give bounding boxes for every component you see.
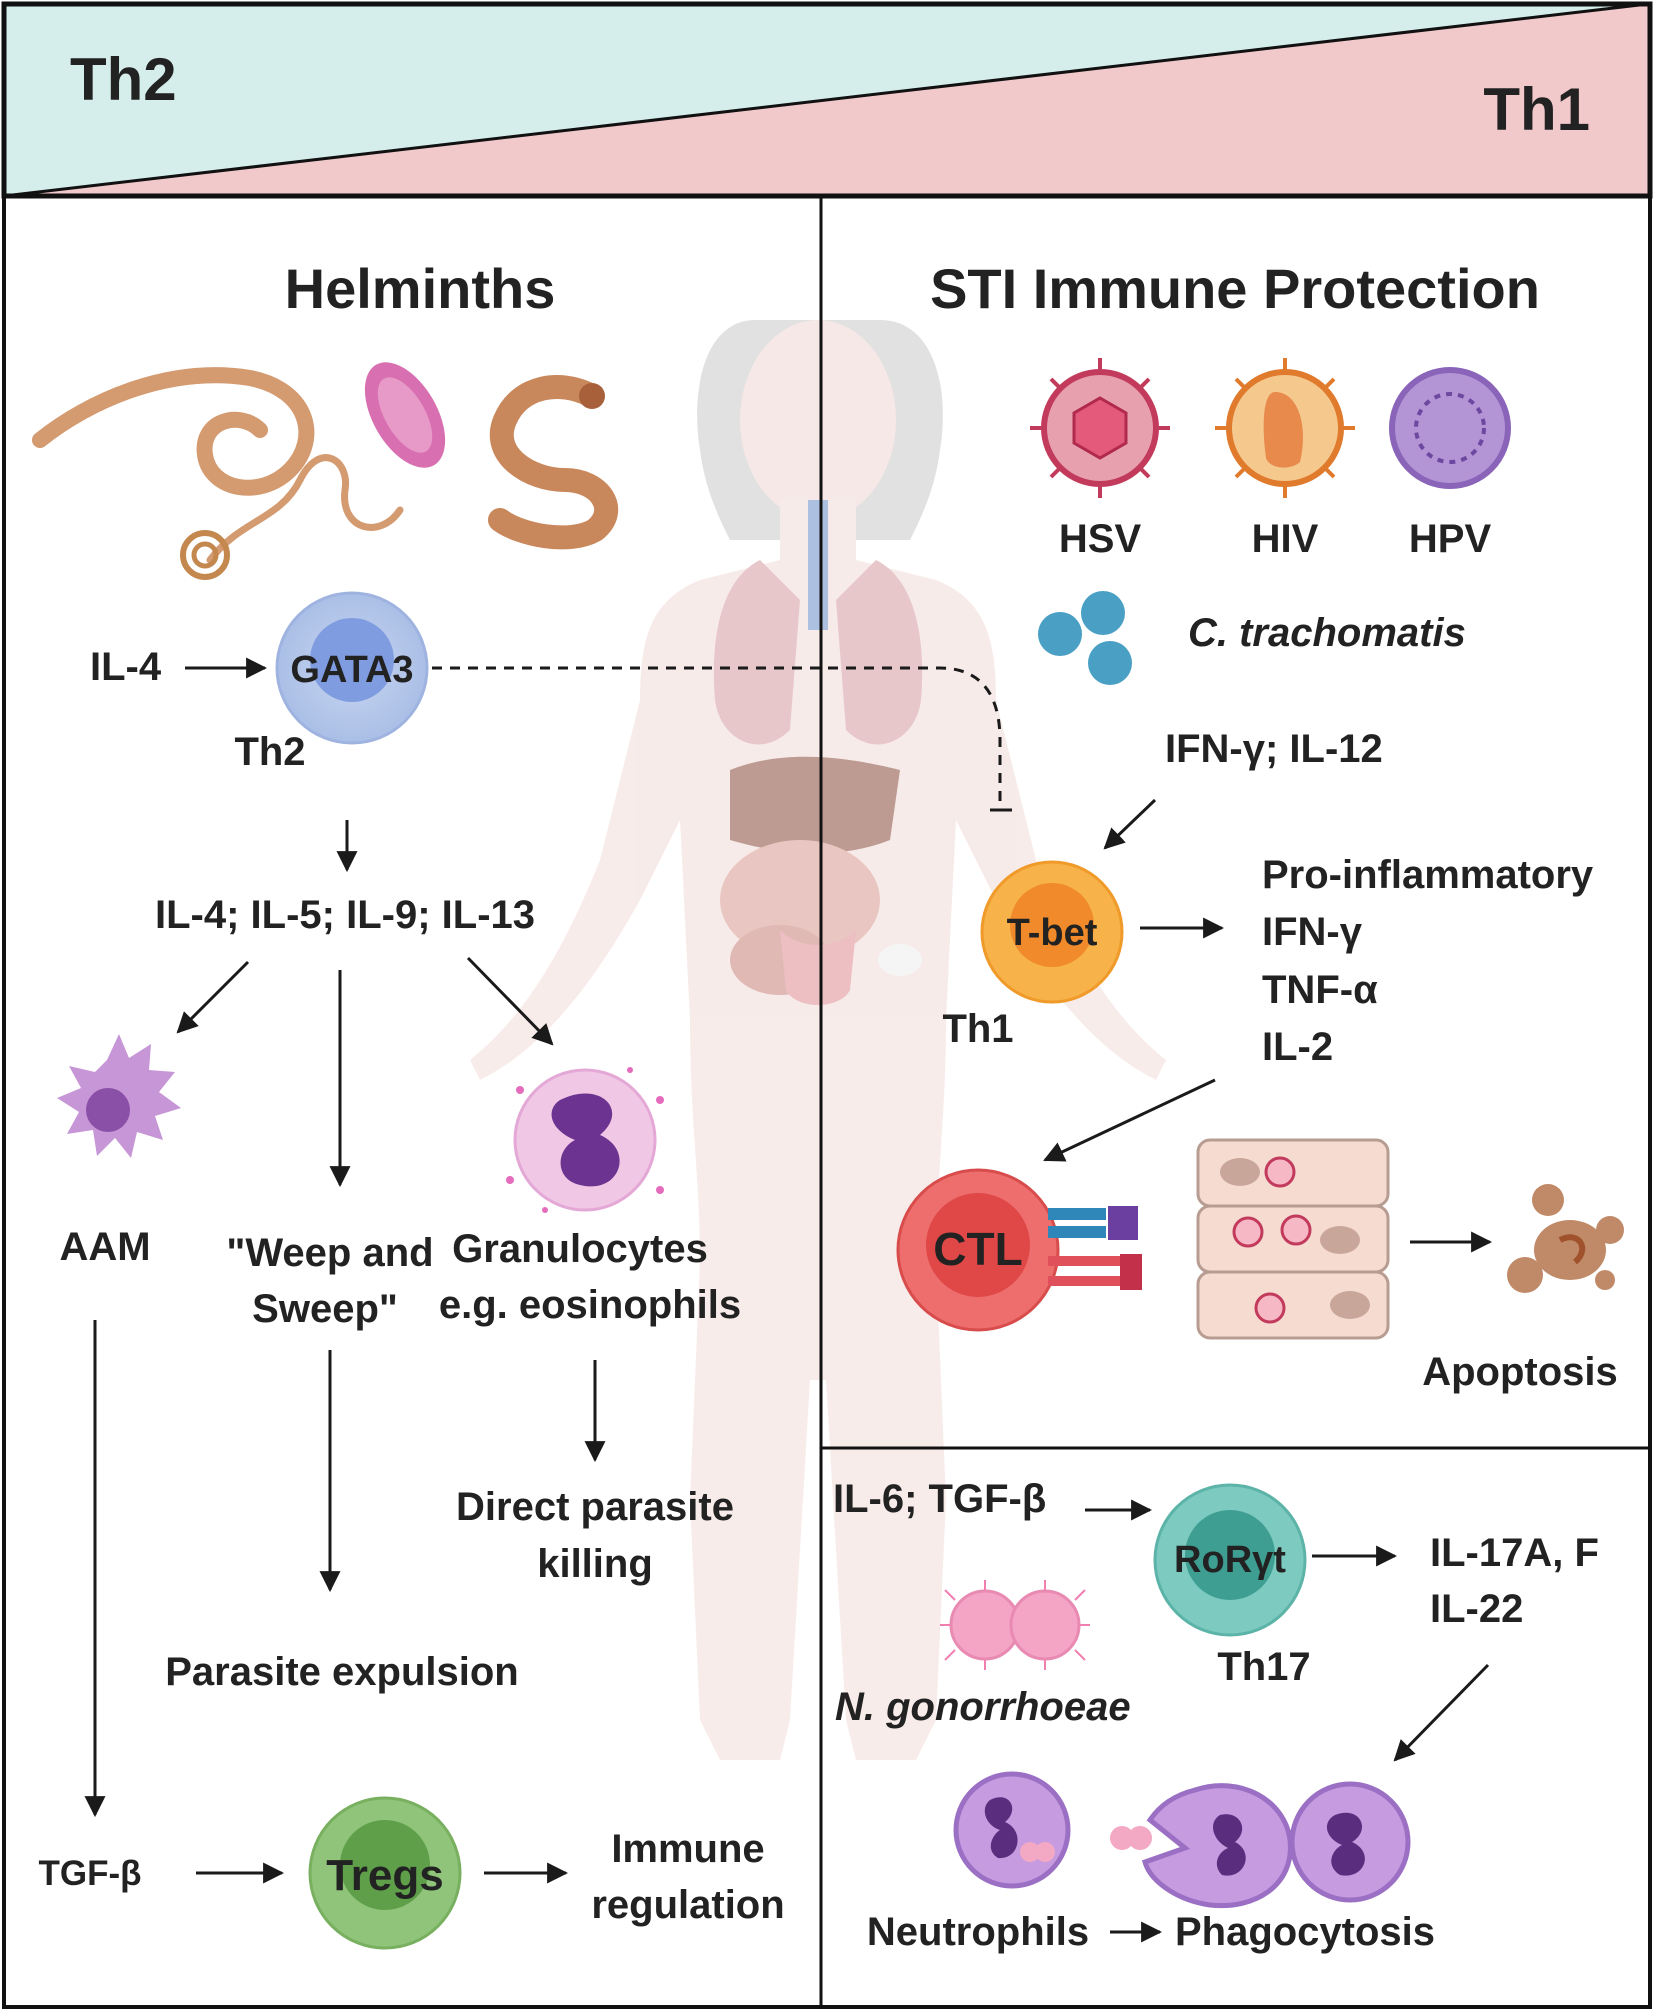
immune-regulation-label-line2: regulation: [591, 1883, 784, 1927]
hpv-virus-icon: [1389, 367, 1511, 489]
phagocytosis-label: Phagocytosis: [1175, 1910, 1435, 1954]
th2-header-label: Th2: [70, 46, 177, 113]
aam-label: AAM: [59, 1225, 150, 1269]
n-gonorrhoeae-label: N. gonorrhoeae: [835, 1685, 1131, 1729]
neutrophils-label: Neutrophils: [867, 1910, 1089, 1954]
epithelial-cells-icon: [1196, 1138, 1390, 1340]
sti-title: STI Immune Protection: [930, 257, 1540, 320]
proinflammatory-label: Pro-inflammatory: [1262, 853, 1594, 897]
roundworm-icon: [32, 367, 315, 496]
parasite-expulsion-label: Parasite expulsion: [165, 1650, 518, 1694]
tregs-label: Tregs: [326, 1851, 443, 1900]
to-aam-arrow: [176, 960, 250, 1034]
neutrophil-icon: [953, 1771, 1071, 1889]
gata3-cell: GATA3: [275, 591, 429, 745]
direct-killing-label-line2: killing: [537, 1542, 653, 1586]
outer-frame: [2, 194, 1652, 2009]
c-trachomatis-label: C. trachomatis: [1188, 611, 1466, 655]
hiv-virus-icon: [1215, 358, 1355, 498]
ifng-il12-label: IFN-γ; IL-12: [1165, 727, 1383, 771]
header-banner: Th2 Th1: [1, 1, 1653, 199]
ctl-label: CTL: [933, 1223, 1022, 1275]
immune-regulation-label-line1: Immune: [611, 1827, 764, 1871]
helminths-title: Helminths: [285, 257, 556, 320]
cytokines-to-ctl-arrow: [1043, 1078, 1216, 1162]
tgfb-label: TGF-β: [38, 1854, 141, 1893]
neutrophil-phagocytosing-icon: [1110, 1783, 1293, 1909]
il4-label: IL-4: [90, 645, 162, 689]
gonococcus-icon: [940, 1580, 1090, 1670]
tregs-cell: Tregs: [308, 1796, 462, 1950]
rorgt-cell: RoRγt: [1153, 1483, 1307, 1637]
weep-label-line1: "Weep and: [226, 1231, 433, 1275]
chlamydia-icon: [1038, 591, 1132, 685]
th1-header-label: Th1: [1483, 76, 1590, 143]
eosinophil-icon: [506, 1067, 664, 1213]
hookworm-icon: [488, 375, 619, 550]
tbet-label: T-bet: [1007, 912, 1098, 954]
tbet-cell: T-bet: [980, 860, 1124, 1004]
il22-label: IL-22: [1430, 1587, 1523, 1631]
rorgt-label: RoRγt: [1174, 1539, 1286, 1581]
hsv-label: HSV: [1059, 517, 1142, 561]
threadworm-icon: [180, 454, 404, 580]
il6-tgfb-label: IL-6; TGF-β: [833, 1477, 1046, 1521]
hsv-virus-icon: [1030, 358, 1170, 498]
il2-label: IL-2: [1262, 1025, 1333, 1069]
weep-label-line2: Sweep": [252, 1287, 398, 1331]
ifng-to-tbet-arrow: [1103, 798, 1157, 850]
ctl-cell: CTL: [896, 1168, 1060, 1332]
th1-cell-label: Th1: [942, 1007, 1013, 1051]
direct-killing-label-line1: Direct parasite: [456, 1485, 734, 1529]
ifng-label: IFN-γ: [1262, 910, 1363, 954]
il17-to-neutrophils-arrow: [1393, 1663, 1490, 1762]
th2-cytokines-label: IL-4; IL-5; IL-9; IL-13: [155, 893, 535, 937]
granulocytes-label-line2: e.g. eosinophils: [439, 1283, 741, 1327]
th2-cell-label: Th2: [234, 730, 305, 774]
to-granulocytes-arrow: [466, 956, 554, 1046]
fluke-icon: [364, 362, 446, 468]
hiv-label: HIV: [1252, 517, 1319, 561]
apoptotic-cell-icon: [1507, 1184, 1624, 1293]
tnfa-label: TNF-α: [1262, 968, 1378, 1012]
th17-cell-label: Th17: [1217, 1645, 1310, 1689]
gata3-label: GATA3: [290, 649, 413, 691]
macrophage-icon: [57, 1034, 181, 1158]
tcr-receptors-icon: [1048, 1206, 1142, 1290]
hpv-label: HPV: [1409, 517, 1492, 561]
il17-label: IL-17A, F: [1430, 1531, 1599, 1575]
neutrophil-icon-2: [1289, 1781, 1411, 1903]
granulocytes-label-line1: Granulocytes: [452, 1227, 708, 1271]
human-body-icon: [470, 320, 1166, 1760]
apoptosis-label: Apoptosis: [1422, 1350, 1618, 1394]
gata3-inhibits-tbet-line: [432, 666, 1002, 808]
